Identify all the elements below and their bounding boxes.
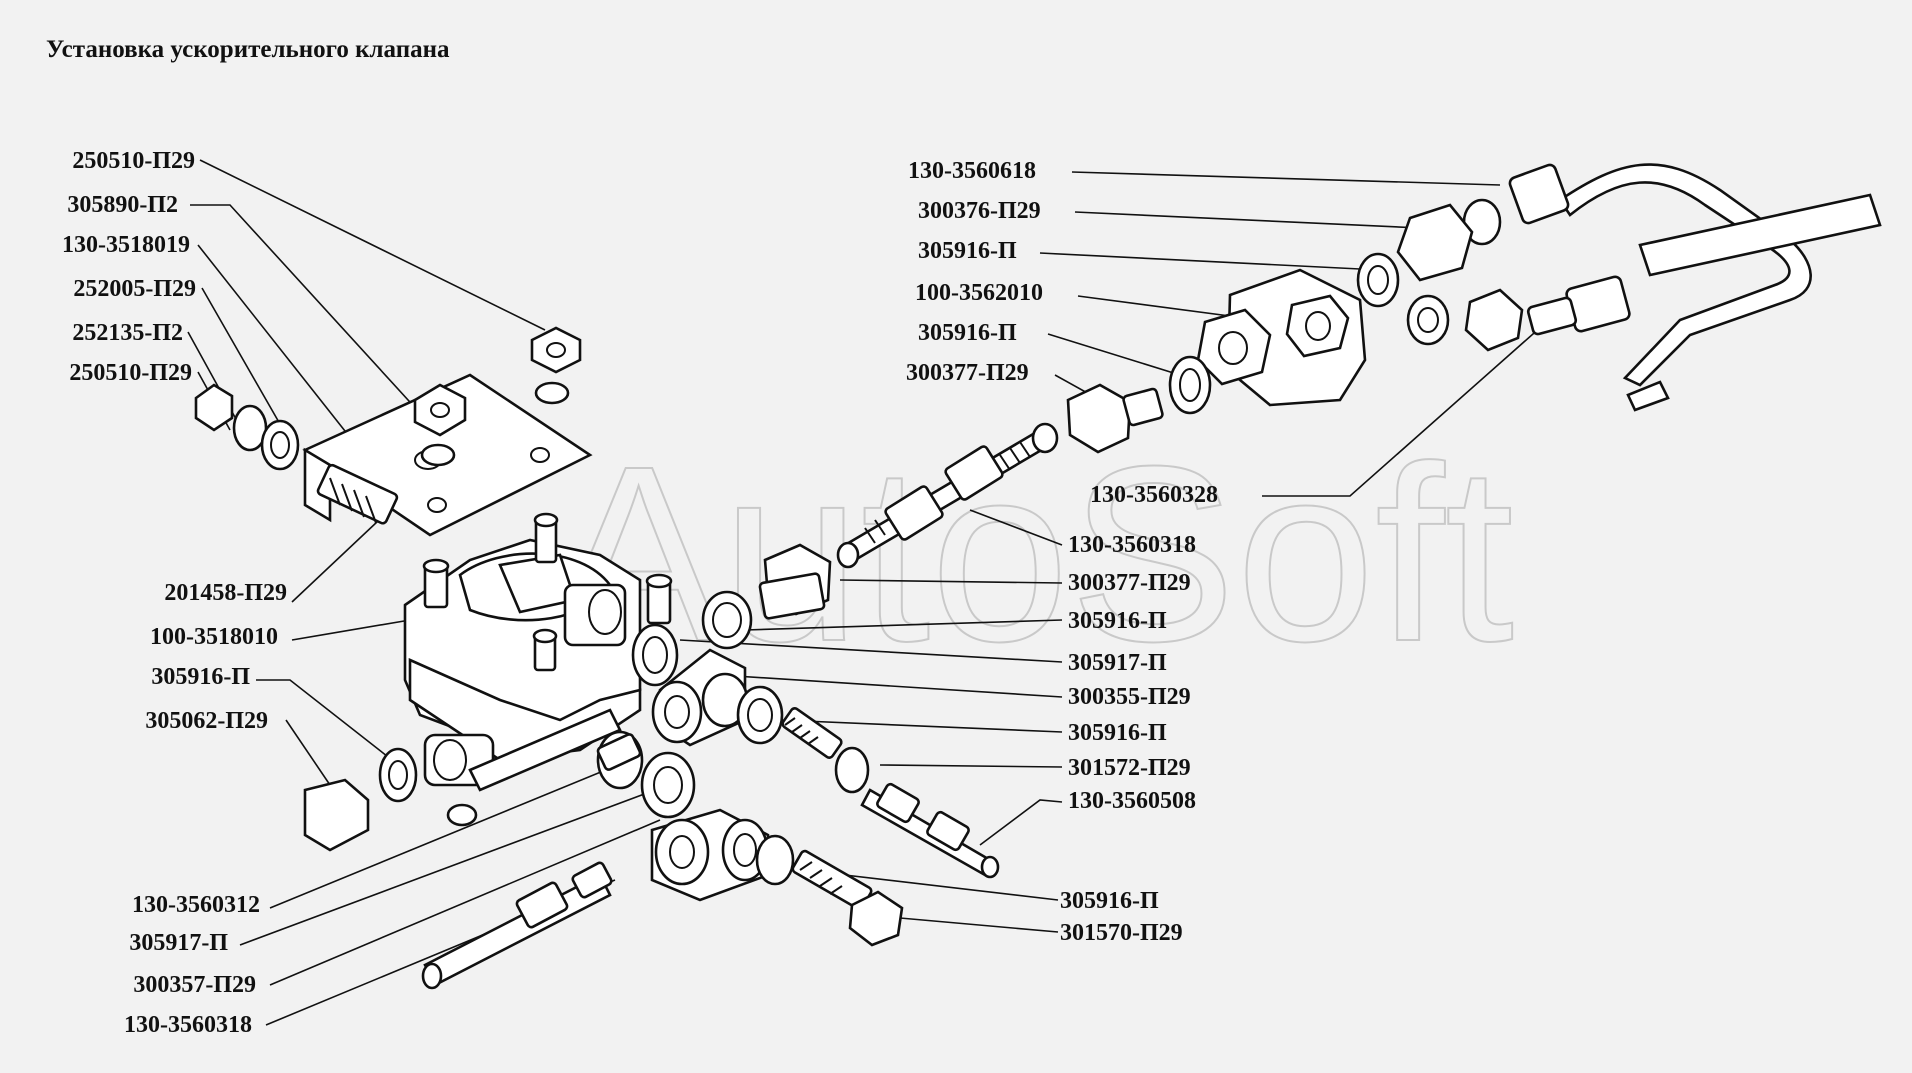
part-label: 305916-П [1060, 888, 1159, 914]
part-label: 252005-П29 [73, 276, 196, 302]
part-label: 305916-П [151, 664, 250, 690]
hex-nut-icon [1396, 203, 1474, 282]
part-label: 300377-П29 [906, 360, 1029, 386]
part-label: 130-3560312 [132, 892, 260, 918]
part-label: 130-3518019 [62, 232, 190, 258]
part-label: 250510-П29 [69, 360, 192, 386]
part-label: 305916-П [1068, 720, 1167, 746]
part-label: 130-3560318 [124, 1012, 252, 1038]
part-label: 300376-П29 [918, 198, 1041, 224]
watermark: AutoSoft [555, 414, 1514, 693]
part-label: 301572-П29 [1068, 755, 1191, 781]
part-label: 130-3560318 [1068, 532, 1196, 558]
part-label: 300377-П29 [1068, 570, 1191, 596]
part-label: 305917-П [1068, 650, 1167, 676]
part-label: 100-3518010 [150, 624, 278, 650]
part-label: 130-3560328 [1090, 482, 1218, 508]
parts-drawing [194, 163, 1882, 990]
part-label: 130-3560618 [908, 158, 1036, 184]
part-label: 300357-П29 [133, 972, 256, 998]
page-title: Установка ускорительного клапана [46, 36, 450, 63]
fitting-nut-icon [1508, 163, 1570, 225]
part-label: 305916-П [918, 238, 1017, 264]
part-label: 305916-П [918, 320, 1017, 346]
part-label: 252135-П2 [72, 320, 183, 346]
part-label: 250510-П29 [72, 148, 195, 174]
part-label: 301570-П29 [1060, 920, 1183, 946]
part-number-labels: 250510-П29 305890-П2 130-3518019 252005-… [62, 148, 1218, 1038]
part-label: 300355-П29 [1068, 684, 1191, 710]
part-label: 305917-П [129, 930, 228, 956]
part-label: 100-3562010 [915, 280, 1043, 306]
part-label: 305916-П [1068, 608, 1167, 634]
part-label: 305062-П29 [145, 708, 268, 734]
part-label: 305890-П2 [67, 192, 178, 218]
part-label: 201458-П29 [164, 580, 287, 606]
part-label: 130-3560508 [1068, 788, 1196, 814]
